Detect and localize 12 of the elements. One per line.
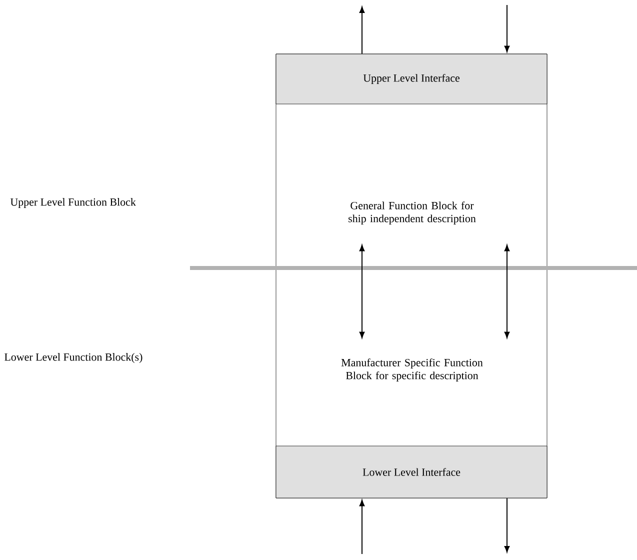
block-description: General Function Block for ship independent description — [348, 202, 476, 224]
side-label: Lower Level Function Block(s) — [4, 353, 142, 363]
arrow — [359, 500, 365, 554]
side-label: Upper Level Function Block — [10, 198, 136, 208]
block-description: Manufacturer Specific Function Block for specific description — [341, 358, 483, 382]
interface-band: Lower Level Interface — [276, 446, 548, 498]
arrow — [359, 6, 365, 54]
arrow — [504, 244, 510, 338]
arrow — [359, 244, 365, 338]
interface-band: Upper Level Interface — [276, 54, 548, 104]
arrow — [504, 4, 510, 52]
arrow — [504, 498, 510, 552]
